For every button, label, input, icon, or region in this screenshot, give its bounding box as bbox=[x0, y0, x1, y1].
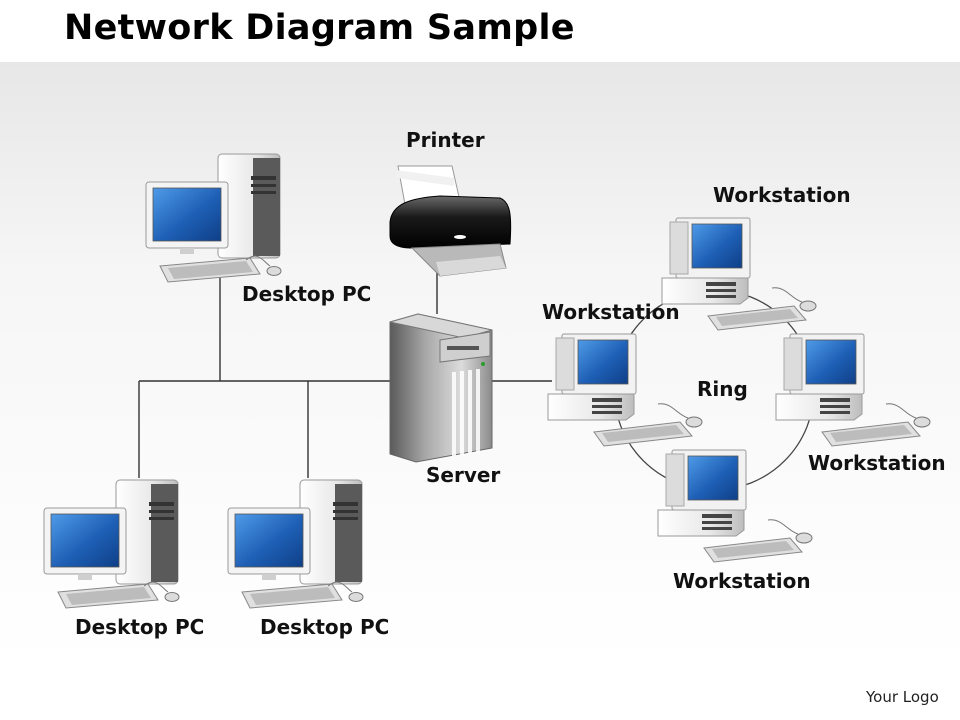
page-title: Network Diagram Sample bbox=[64, 8, 575, 48]
printer-icon bbox=[389, 165, 512, 277]
workstation-bottom-label: Workstation bbox=[673, 569, 811, 593]
logo-text: Your Logo bbox=[866, 688, 939, 706]
desktop-pc-bottom-left-label: Desktop PC bbox=[75, 615, 205, 639]
workstation-left-label: Workstation bbox=[542, 300, 680, 324]
printer-label: Printer bbox=[406, 128, 485, 152]
workstation-top bbox=[661, 217, 817, 331]
workstation-right-label: Workstation bbox=[808, 451, 946, 475]
desktop-pc-bottom-mid-label: Desktop PC bbox=[260, 615, 390, 639]
desktop-pc-top bbox=[145, 153, 282, 283]
server-label: Server bbox=[426, 463, 501, 487]
workstation-bottom bbox=[657, 449, 813, 563]
desktop-pc-top-label: Desktop PC bbox=[242, 282, 372, 306]
desktop-pc-bottom-left bbox=[43, 479, 180, 609]
desktop-pc-bottom-mid bbox=[227, 479, 364, 609]
ring-label: Ring bbox=[697, 377, 748, 401]
workstation-right bbox=[775, 333, 931, 447]
workstation-top-label: Workstation bbox=[713, 183, 851, 207]
workstation-left bbox=[547, 333, 703, 447]
server-icon bbox=[389, 313, 493, 463]
network-links bbox=[138, 272, 552, 478]
